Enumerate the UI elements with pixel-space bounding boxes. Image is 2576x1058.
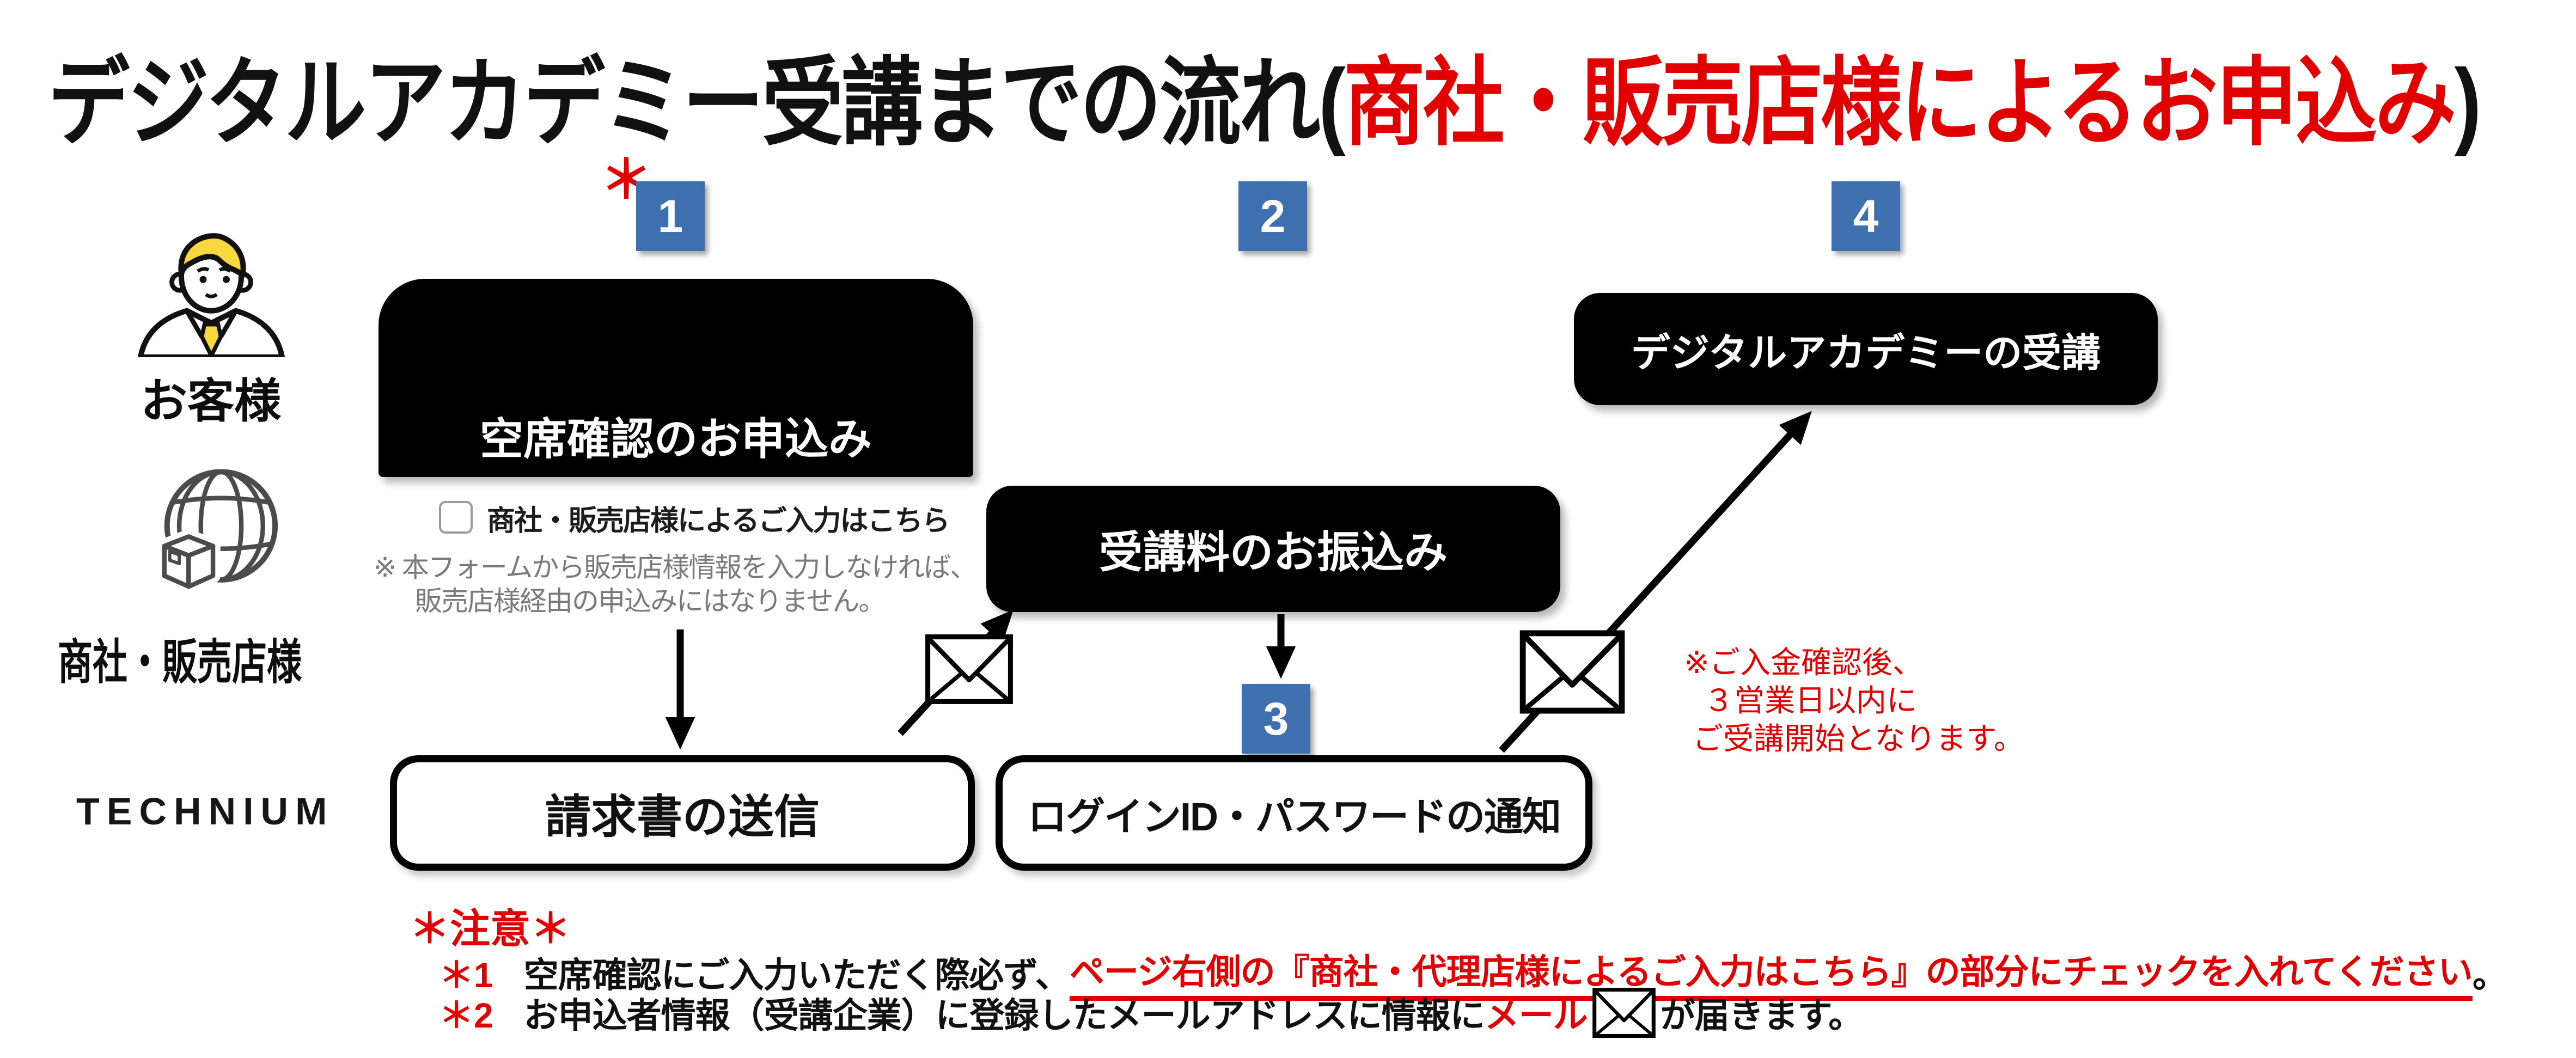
distributor-entry-checkbox-label: 商社・販売店様によるご入力はこちら (487, 505, 950, 537)
payment-note-line3: ご受講開始となります。 (1693, 721, 2024, 756)
caution-heading: ＊注意＊ (410, 906, 571, 951)
step-number-2: 2 (1238, 181, 1307, 251)
flow-box-login-notice: ログインID・パスワードの通知 (996, 755, 1592, 871)
caution-note-2-black2: が届きます。 (1660, 996, 1864, 1035)
caution-note-2-black1: お申込者情報（受講企業）に登録したメールアドレスに情報に (523, 996, 1485, 1035)
caution-note-1-marker: ＊1 (439, 956, 493, 995)
page-title: デジタルアカデミー受講までの流れ(商社・販売店様によるお申込み) (48, 25, 2481, 164)
step-number-4: 4 (1832, 181, 1900, 251)
arrow-invoice-to-payment (898, 609, 1014, 736)
customer-avatar-icon (138, 233, 285, 357)
payment-note-line1: ※ご入金確認後、 (1684, 645, 1923, 680)
form-note-line1: ※ 本フォームから販売店様情報を入力しなければ、 (374, 552, 977, 583)
flow-box-attend-label: デジタルアカデミーの受講 (1631, 331, 2101, 375)
caution-note-1-red-underlined: ページ右側の『商社・代理店様によるご入力はこちら』の部分にチェックを入れてくださ… (1069, 944, 2473, 1001)
flow-box-payment: 受講料のお振込み (986, 486, 1560, 612)
page-title-black-close: ) (2454, 48, 2481, 157)
step-number-1: 1 (636, 181, 705, 251)
flow-box-invoice: 請求書の送信 (390, 755, 975, 871)
payment-note-line2: ３営業日以内に (1704, 683, 1917, 718)
flow-box-seat-check: 空席確認のお申込み (379, 279, 973, 477)
caution-note-2-red: メール (1484, 996, 1588, 1035)
page-title-black: デジタルアカデミー受講までの流れ( (48, 48, 1346, 157)
flow-box-login-notice-label: ログインID・パスワードの通知 (1027, 795, 1561, 839)
mail-envelope-icon (928, 637, 1011, 702)
mail-envelope-icon (1592, 987, 1656, 1038)
caution-note-2: ＊2 お申込者情報（受講企業）に登録したメールアドレスに情報に メール が届きま… (439, 987, 1863, 1039)
flow-box-invoice-label: 請求書の送信 (545, 791, 820, 842)
technium-logo: TECHNIUM (76, 790, 334, 833)
step-number-3: 3 (1242, 684, 1310, 754)
caution-note-2-marker: ＊2 (439, 996, 493, 1035)
mail-envelope-icon (1523, 633, 1622, 711)
flow-box-seat-check-label: 空席確認のお申込み (480, 415, 872, 463)
caution-note-1: ＊1 空席確認にご入力いただく際必ず、 ページ右側の『商社・代理店様によるご入力… (439, 944, 2507, 1001)
flow-box-payment-label: 受講料のお振込み (1099, 528, 1448, 577)
caution-note-1-period: 。 (2472, 956, 2507, 995)
page-title-red: 商社・販売店様によるお申込み (1343, 48, 2457, 157)
globe-shipping-icon (157, 469, 278, 594)
distributor-label: 商社・販売店様 (58, 635, 302, 690)
flow-box-attend: デジタルアカデミーの受講 (1574, 293, 2158, 405)
customer-label: お客様 (141, 375, 281, 427)
distributor-entry-checkbox[interactable] (439, 501, 473, 534)
form-note-line2: 販売店様経由の申込みにはなりません。 (415, 586, 886, 616)
caution-note-1-black: 空席確認にご入力いただく際必ず、 (523, 956, 1070, 995)
